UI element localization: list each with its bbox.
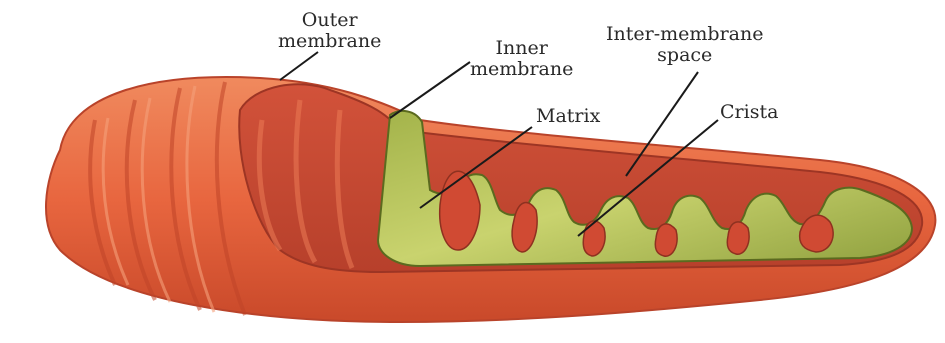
label-inter-membrane-space-line2: space xyxy=(606,45,763,66)
label-inter-membrane-space-line1: Inter-membrane xyxy=(606,24,763,45)
label-matrix: Matrix xyxy=(536,106,600,127)
label-inter-membrane-space: Inter-membrane space xyxy=(606,24,763,66)
leader-inner-membrane xyxy=(390,62,470,118)
label-inner-membrane: Inner membrane xyxy=(470,38,573,80)
label-inner-membrane-line1: Inner xyxy=(470,38,573,59)
label-inner-membrane-line2: membrane xyxy=(470,59,573,80)
label-crista: Crista xyxy=(720,102,778,123)
label-outer-membrane-line2: membrane xyxy=(278,31,381,52)
leader-outer-membrane xyxy=(280,52,318,80)
label-outer-membrane: Outer membrane xyxy=(278,10,381,52)
label-outer-membrane-line1: Outer xyxy=(278,10,381,31)
